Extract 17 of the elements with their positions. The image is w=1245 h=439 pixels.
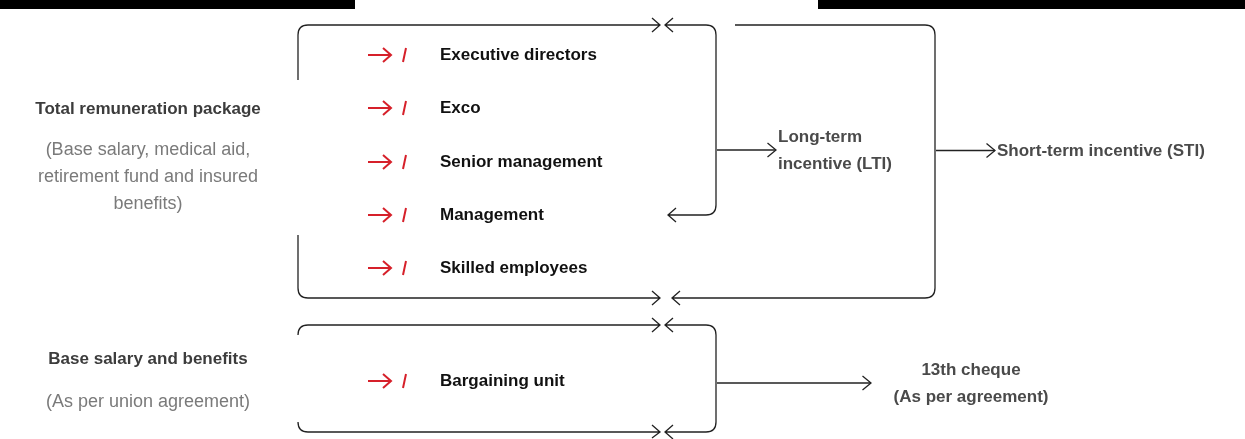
heading: Total remuneration package: [34, 98, 262, 120]
group-label: Management: [440, 204, 545, 226]
arrow: [716, 375, 872, 391]
description: (Base salary, medical aid, retirement fund and insured benefits): [36, 138, 260, 215]
arrow: [935, 142, 996, 159]
incentive-label: Short-term incentive (STI): [997, 140, 1206, 162]
heading: Base salary and benefits: [47, 348, 249, 370]
arrow: [716, 142, 777, 158]
group-label: Senior management: [440, 151, 604, 173]
group-label: Skilled employees: [440, 257, 589, 279]
group-label: Executive directors: [440, 44, 598, 66]
group-label: Bargaining unit: [440, 370, 566, 392]
description: (As per union agreement): [44, 390, 252, 413]
incentive-label: Long-term incentive (LTI): [778, 126, 893, 175]
incentive-label: 13th cheque: [920, 359, 1022, 381]
group-label: Exco: [440, 97, 482, 119]
incentive-label: (As per agreement): [892, 386, 1050, 408]
